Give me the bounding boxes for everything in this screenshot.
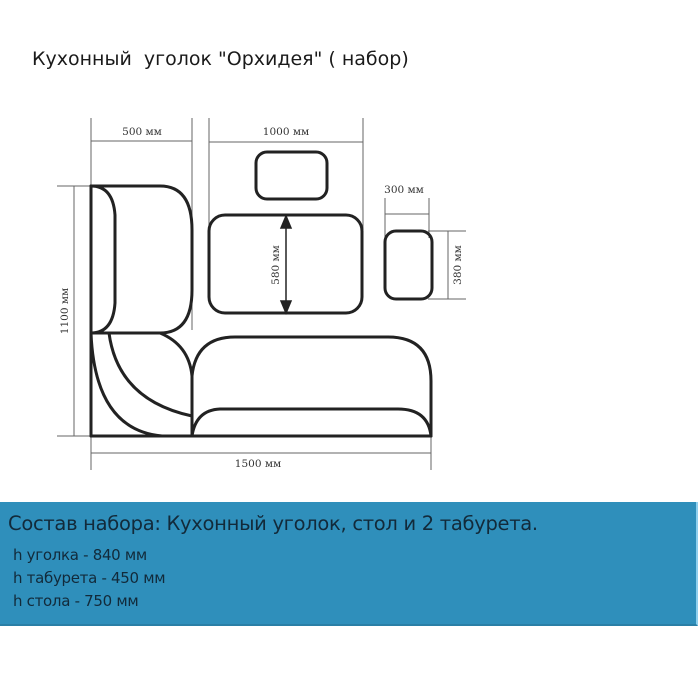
page-title: Кухонный уголок "Орхидея" ( набор) <box>32 48 409 70</box>
dim-label-580: 580 мм <box>270 245 282 285</box>
spec-table-height: h стола - 750 мм <box>13 592 139 610</box>
set-composition-heading: Состав набора: Кухонный уголок, стол и 2… <box>8 512 538 535</box>
set-composition-panel: Состав набора: Кухонный уголок, стол и 2… <box>0 502 698 626</box>
stool-right <box>383 229 434 301</box>
corner-wedge-outer <box>89 331 164 438</box>
dim-label-1100: 1100 мм <box>59 288 71 334</box>
table-depth-arrow <box>279 214 293 315</box>
dimension-lines <box>57 118 466 470</box>
corner-vertical-seat <box>89 184 194 335</box>
dim-label-300: 300 мм <box>384 184 424 196</box>
dim-label-500: 500 мм <box>122 126 162 138</box>
corner-wedge-inner <box>107 331 194 418</box>
dim-label-1000: 1000 мм <box>263 126 309 138</box>
corner-horizontal-seat <box>190 335 433 438</box>
corner-wedge-right <box>158 331 194 378</box>
dim-label-1500: 1500 мм <box>235 458 281 470</box>
corner-horizontal-back-cushion <box>190 407 433 438</box>
height-specs-list: h уголка - 840 мм h табурета - 450 мм h … <box>13 544 166 613</box>
stool-top <box>254 150 329 201</box>
spec-corner-height: h уголка - 840 мм <box>13 546 147 564</box>
dim-label-380: 380 мм <box>452 245 464 285</box>
corner-vertical-back-cushion <box>89 184 117 335</box>
spec-stool-height: h табурета - 450 мм <box>13 569 166 587</box>
furniture-plan-diagram: 500 мм 1000 мм 300 мм 380 мм 1100 мм 150… <box>57 118 466 470</box>
